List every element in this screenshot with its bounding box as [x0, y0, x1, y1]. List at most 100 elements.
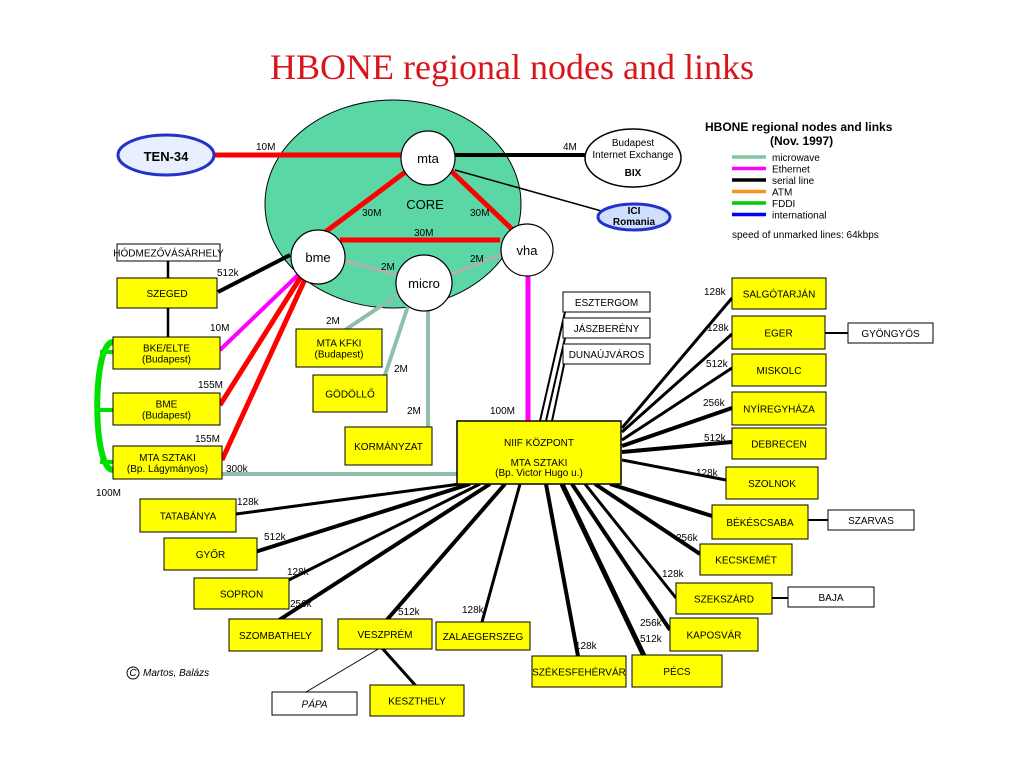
speed-label-sztaki: 155M [195, 434, 220, 445]
core-node-vha[interactable] [500, 223, 554, 277]
core-node-mta-label: mta [417, 151, 439, 166]
node-szarvas[interactable] [827, 509, 915, 531]
link-veszp-papa [305, 647, 381, 693]
node-esztergom[interactable] [562, 291, 651, 313]
legend-item-microwave: microwave [772, 153, 820, 164]
node-godollo-label: GÖDÖLLŐ [325, 387, 375, 401]
speed-label-salgo: 128k [704, 287, 727, 298]
link-niif-szoln [621, 458, 727, 482]
link-veszp-keszt [380, 646, 418, 688]
ten34-node[interactable] [116, 133, 216, 177]
link-niif-pecs [559, 482, 648, 660]
link-micro-godollo [383, 299, 412, 376]
node-nyiregyhaza[interactable] [731, 391, 827, 426]
node-tatabanya[interactable] [139, 498, 237, 533]
node-baja[interactable] [787, 586, 875, 608]
node-szarvas-label: SZARVAS [848, 516, 894, 527]
link-niif-nyir [621, 406, 733, 448]
node-kormanyzat[interactable] [344, 426, 433, 466]
node-jaszbereny[interactable] [562, 317, 651, 339]
ici-node[interactable] [596, 202, 672, 232]
node-hodmezovasarhely[interactable] [116, 243, 221, 262]
node-debrecen[interactable] [731, 427, 827, 460]
core-node-micro[interactable] [395, 254, 453, 312]
node-veszprem-label: VESZPRÉM [357, 628, 412, 641]
bix-label-line2: Internet Exchange [592, 150, 674, 161]
node-papa-label: PÁPA [302, 698, 328, 711]
speed-label-sopron: 128k [287, 567, 310, 578]
link-eszter-niif [539, 311, 566, 422]
link-niif-tatab [235, 482, 461, 516]
speed-label-misk: 512k [706, 359, 729, 370]
node-szolnok[interactable] [725, 466, 819, 500]
node-gyor[interactable] [163, 537, 258, 571]
node-niif-kozpont[interactable] [456, 420, 622, 485]
speed-label-gyor: 512k [264, 532, 287, 543]
link-mta-ici [454, 169, 606, 213]
node-szolnok-label: SZOLNOK [748, 479, 796, 490]
node-gyongyos[interactable] [847, 322, 934, 344]
core-node-bme[interactable] [290, 229, 346, 285]
node-keszthely-label: KESZTHELY [388, 697, 446, 708]
node-mta-kfki-label: MTA KFKI [317, 339, 362, 350]
node-bke-elte-label: BKE/ELTE [143, 344, 190, 355]
node-bme-budapest-label: (Budapest) [142, 411, 191, 422]
bix-label-line1: Budapest [612, 138, 654, 149]
node-sopron-label: SOPRON [220, 590, 263, 601]
bix-node[interactable] [584, 128, 682, 188]
link-niif-szomb [274, 482, 492, 624]
core-node-vha-label: vha [517, 243, 539, 258]
node-bke-elte[interactable] [112, 336, 221, 370]
bix-label-line3: BIX [625, 168, 642, 179]
node-bekescsaba[interactable] [711, 504, 809, 540]
ici-label-line2: Romania [613, 217, 656, 228]
node-kaposvar[interactable] [669, 617, 759, 652]
link-niif-szfehv [544, 483, 580, 657]
node-papa[interactable] [271, 691, 358, 716]
core-node-micro-label: micro [408, 276, 440, 291]
node-dunaujvaros[interactable] [562, 343, 651, 365]
node-miskolc[interactable] [731, 353, 827, 387]
node-salgotarjan[interactable] [731, 277, 827, 310]
node-bme-budapest[interactable] [112, 392, 221, 426]
node-hodmezovasarhely-label: HÓDMEZŐVÁSÁRHELY [113, 246, 224, 260]
legend-item-fddi: FDDI [772, 199, 795, 210]
copyright-text: Martos, Balázs [143, 668, 209, 679]
speed-label-sztaki_niif: 300k [226, 464, 249, 475]
node-mta-sztaki-label: MTA SZTAKI [139, 453, 196, 464]
node-gyongyos-label: GYÖNGYÖS [861, 328, 920, 340]
node-godollo[interactable] [312, 374, 388, 413]
link-niif-veszp [383, 482, 507, 624]
node-zalaegerszeg[interactable] [435, 621, 531, 651]
node-szekesfehervar[interactable] [531, 655, 627, 688]
node-keszthely[interactable] [369, 684, 465, 717]
legend-item-serial-line: serial line [772, 176, 815, 187]
link-vha-micro [446, 250, 509, 278]
speed-label-godollo: 2M [394, 364, 408, 375]
fddi-ring-outer [94, 339, 115, 473]
link-niif-kapos [570, 482, 672, 632]
speed-label-bmeb: 155M [198, 380, 223, 391]
node-veszprem[interactable] [337, 618, 433, 650]
speed-label-kormany: 2M [407, 406, 421, 417]
speed-label-szomb: 256k [290, 599, 313, 610]
node-pecs[interactable] [631, 654, 723, 688]
speed-label-bme_micro: 2M [381, 262, 395, 273]
node-dunaujvaros-label: DUNAÚJVÁROS [569, 348, 645, 361]
node-eger[interactable] [731, 315, 826, 350]
node-kecskemet-label: KECSKEMÉT [715, 554, 777, 567]
node-mta-sztaki[interactable] [112, 445, 223, 480]
node-szekszard[interactable] [675, 582, 773, 615]
core-node-bme-label: bme [305, 250, 330, 265]
speed-label-bix: 4M [563, 142, 577, 153]
legend-item-ethernet: Ethernet [772, 165, 810, 176]
speed-label-kapos: 256k [640, 618, 663, 629]
node-bekescsaba-label: BÉKÉSCSABA [726, 516, 794, 529]
node-sopron[interactable] [193, 577, 290, 610]
node-kecskemet[interactable] [699, 543, 793, 576]
node-szeged[interactable] [116, 277, 218, 309]
node-szombathely[interactable] [228, 618, 323, 652]
core-node-mta[interactable] [400, 130, 456, 186]
node-mta-kfki[interactable] [295, 328, 383, 368]
